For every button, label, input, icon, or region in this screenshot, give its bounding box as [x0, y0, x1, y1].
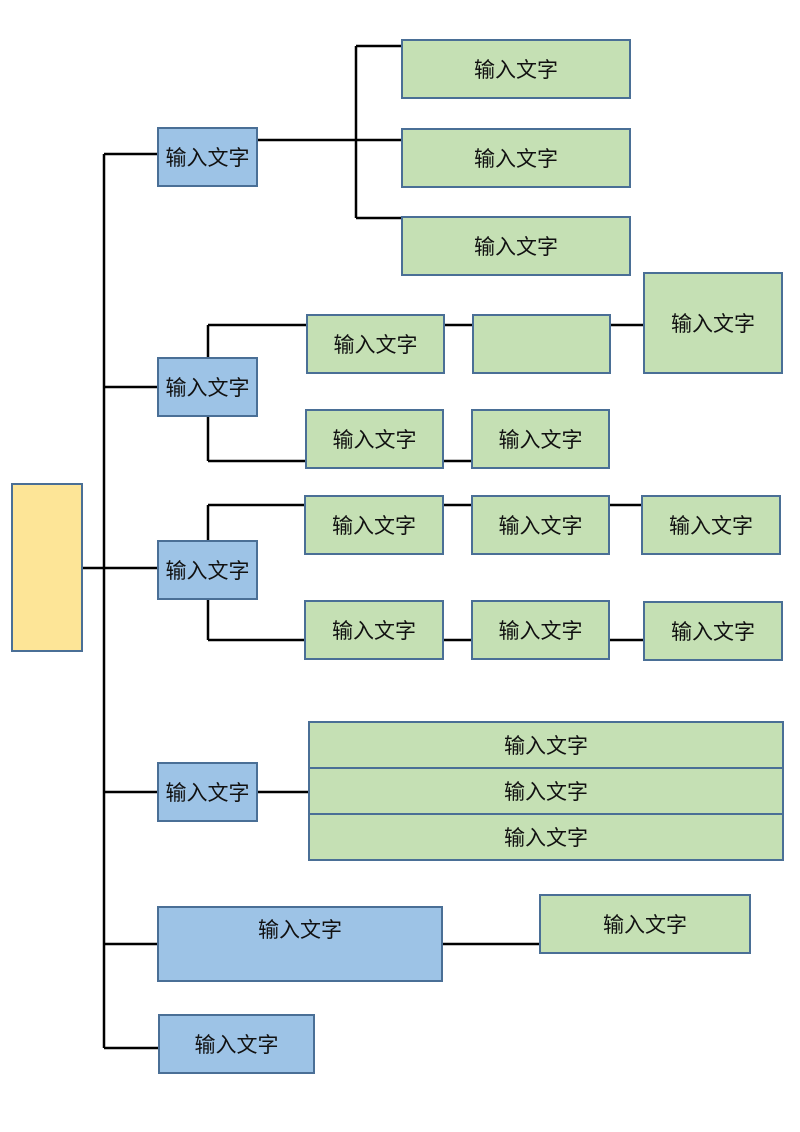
branch-3-row-2-node-1: 输入文字 [304, 600, 444, 660]
branch-3-row-1-node-2: 输入文字 [471, 495, 610, 555]
branch-1-leaf-2: 输入文字 [401, 128, 631, 188]
branch-4-stack-item-2: 输入文字 [308, 767, 784, 815]
branch-2-row-1-node-3: 输入文字 [643, 272, 783, 374]
branch-4-node: 输入文字 [157, 762, 258, 822]
branch-1-leaf-1: 输入文字 [401, 39, 631, 99]
branch-4-stack-item-3: 输入文字 [308, 813, 784, 861]
branch-1-leaf-3: 输入文字 [401, 216, 631, 276]
branch-1-node: 输入文字 [157, 127, 258, 187]
branch-3-node: 输入文字 [157, 540, 258, 600]
branch-5-leaf-1: 输入文字 [539, 894, 751, 954]
branch-5-node: 输入文字 [157, 906, 443, 982]
branch-4-stack-item-1: 输入文字 [308, 721, 784, 769]
branch-2-row-2-node-2: 输入文字 [471, 409, 610, 469]
branch-2-row-2-node-1: 输入文字 [305, 409, 444, 469]
branch-6-node: 输入文字 [158, 1014, 315, 1074]
branch-2-row-1-node-1: 输入文字 [306, 314, 445, 374]
branch-2-row-1-node-2 [472, 314, 611, 374]
branch-3-row-1-node-1: 输入文字 [304, 495, 444, 555]
branch-3-row-2-node-2: 输入文字 [471, 600, 610, 660]
branch-3-row-1-node-3: 输入文字 [641, 495, 781, 555]
root-node [11, 483, 83, 652]
branch-2-node: 输入文字 [157, 357, 258, 417]
branch-3-row-2-node-3: 输入文字 [643, 601, 783, 661]
